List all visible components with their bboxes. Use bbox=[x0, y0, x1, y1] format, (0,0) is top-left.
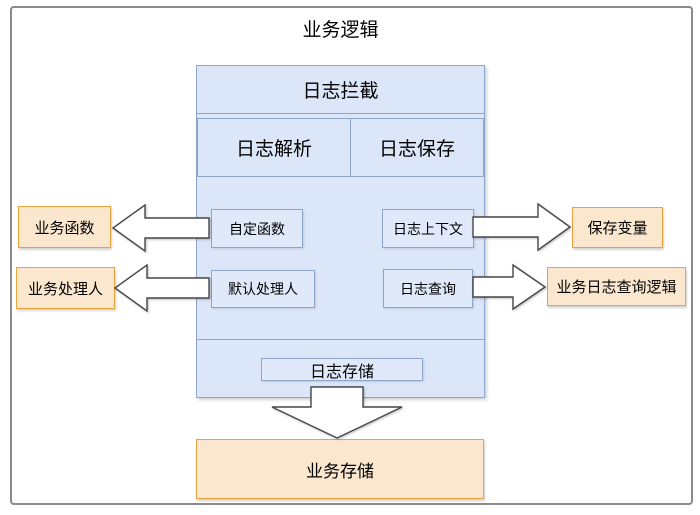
node-business-log-query-logic: 业务日志查询逻辑 bbox=[547, 267, 686, 306]
column-log-parse: 日志解析 bbox=[197, 118, 351, 177]
log-interceptor-header: 日志拦截 bbox=[197, 66, 484, 114]
node-custom-function: 自定函数 bbox=[211, 209, 303, 248]
node-default-handler: 默认处理人 bbox=[211, 270, 315, 308]
diagram-title: 业务逻辑 bbox=[302, 20, 379, 41]
node-business-function: 业务函数 bbox=[18, 206, 111, 248]
node-business-storage: 业务存储 bbox=[196, 439, 484, 499]
node-log-context: 日志上下文 bbox=[382, 209, 474, 248]
node-log-query: 日志查询 bbox=[383, 269, 473, 308]
node-log-storage: 日志存储 bbox=[261, 358, 423, 381]
node-business-handler: 业务处理人 bbox=[16, 267, 115, 309]
section-divider bbox=[197, 339, 484, 340]
node-save-variable: 保存变量 bbox=[572, 207, 663, 248]
column-log-save: 日志保存 bbox=[350, 118, 484, 177]
log-interceptor-container: 日志拦截 日志解析 日志保存 自定函数 日志上下文 默认处理人 日志查询 日志存… bbox=[196, 65, 485, 398]
